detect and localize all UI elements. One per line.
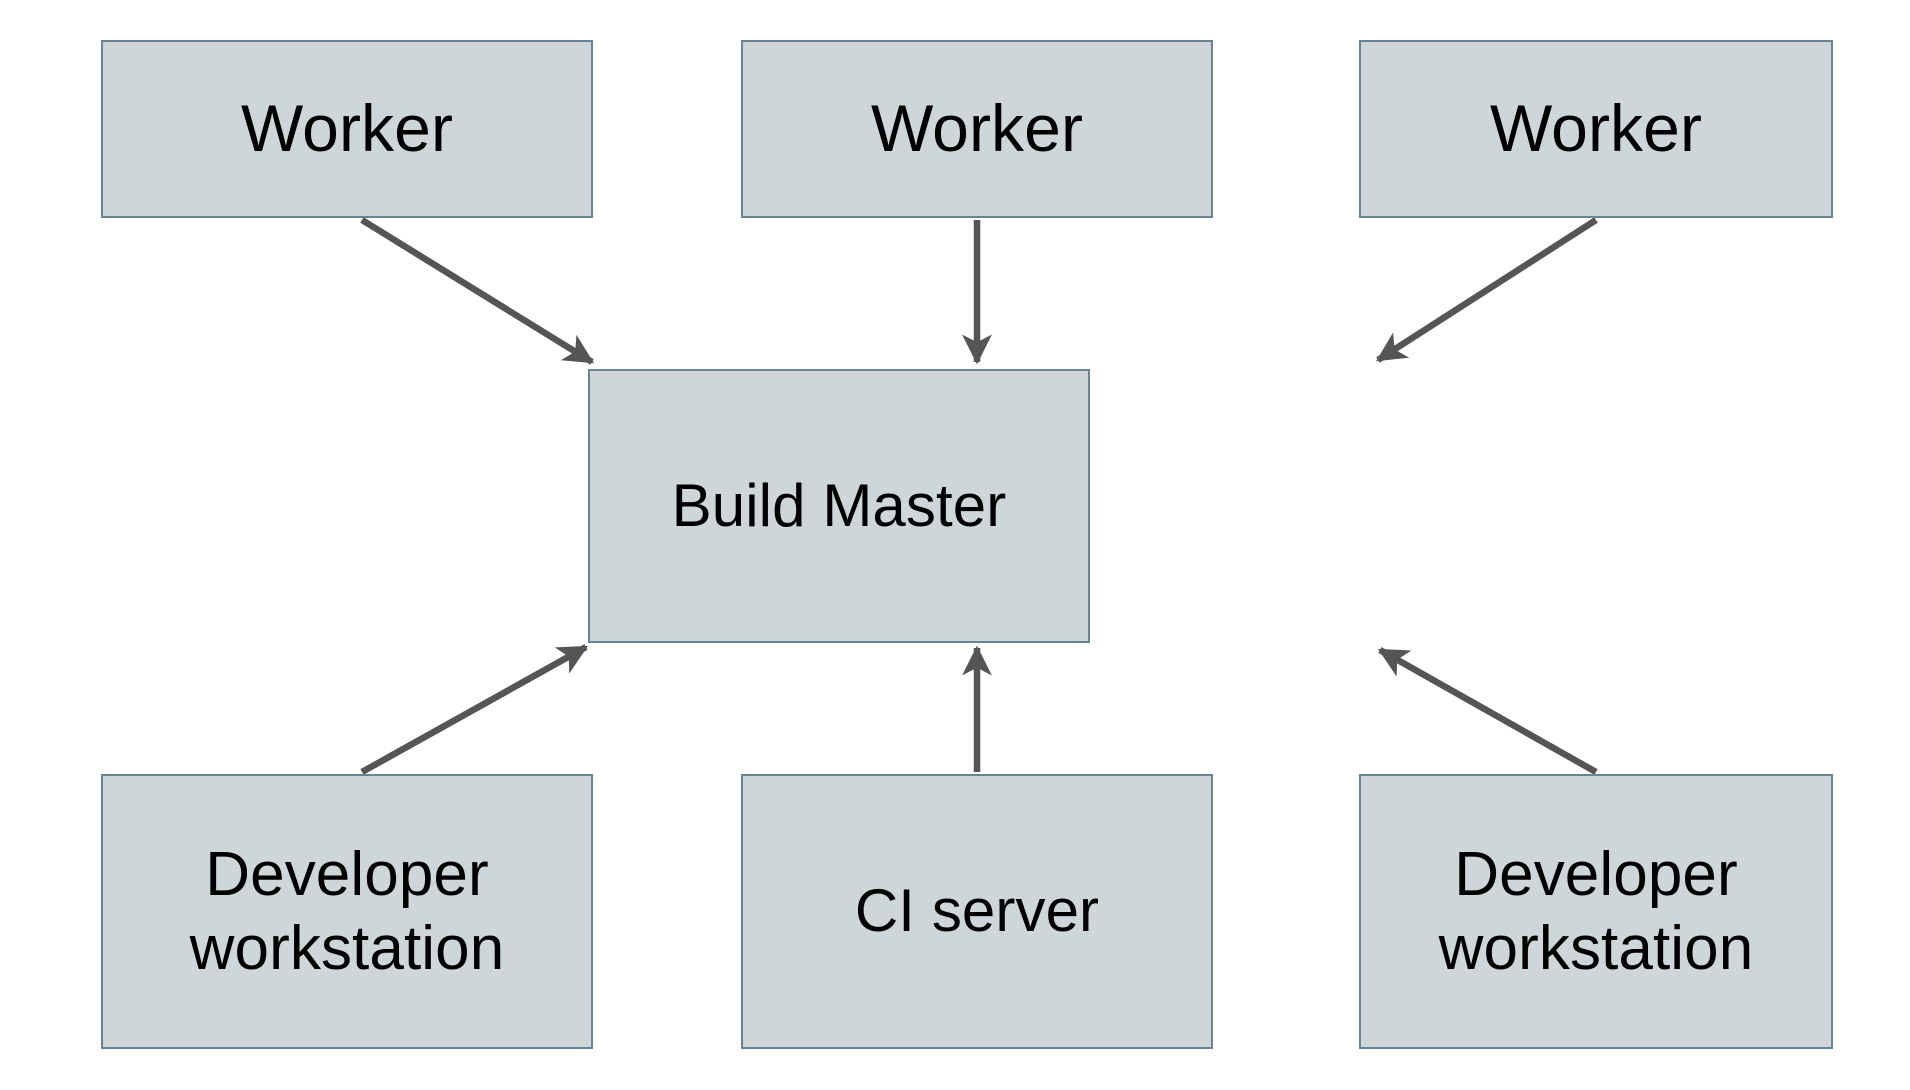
node-developer-workstation-left[interactable]: Developer workstation [101, 774, 593, 1049]
node-label: Worker [870, 91, 1084, 166]
edge-dev-right-to-build-master [1377, 647, 1598, 775]
node-label: Developer workstation [189, 840, 505, 983]
node-label: Worker [1489, 91, 1703, 166]
node-developer-workstation-right[interactable]: Developer workstation [1359, 774, 1833, 1049]
node-build-master[interactable]: Build Master [588, 369, 1090, 643]
edge-dev-left-to-build-master [360, 644, 589, 775]
node-label: CI server [854, 877, 1100, 945]
node-label: Worker [240, 91, 454, 166]
node-ci-server[interactable]: CI server [741, 774, 1213, 1049]
node-worker-center[interactable]: Worker [741, 40, 1213, 218]
edge-worker-right-to-build-master [1375, 217, 1598, 363]
node-label: Developer workstation [1438, 840, 1754, 983]
node-worker-left[interactable]: Worker [101, 40, 593, 218]
node-worker-right[interactable]: Worker [1359, 40, 1833, 218]
node-label: Build Master [671, 471, 1007, 539]
edge-worker-left-to-build-master [360, 217, 595, 365]
